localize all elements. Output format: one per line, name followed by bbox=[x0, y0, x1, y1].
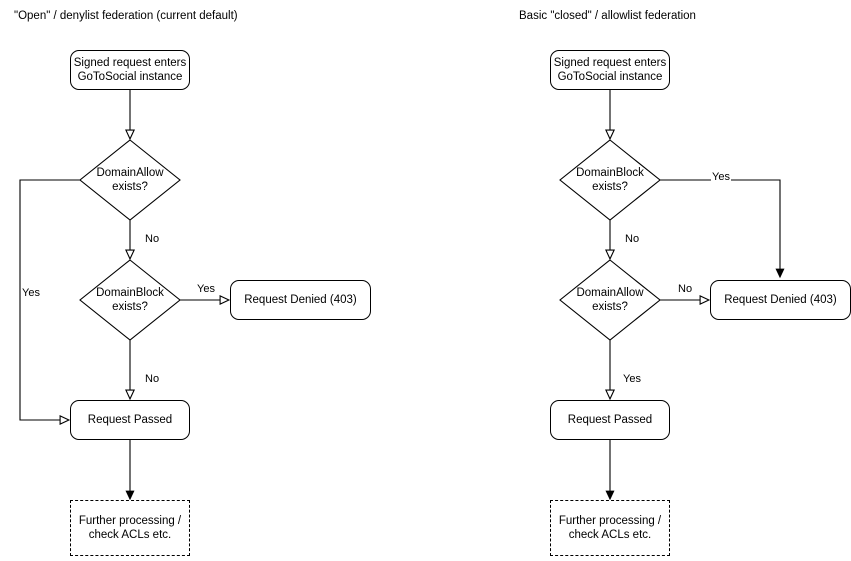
edge-label-left-allow-yes: Yes bbox=[21, 287, 41, 300]
node-label-line1: Signed request enters bbox=[73, 57, 187, 69]
node-right-signed-request-entry[interactable]: Signed request enters GoToSocial instanc… bbox=[550, 50, 670, 90]
edge-left-allow-yes-to-passed bbox=[19, 179, 80, 425]
edge-label-right-allow-no: No bbox=[677, 283, 694, 296]
edge-label-right-block-no: No bbox=[624, 233, 641, 246]
node-label-line2: GoToSocial instance bbox=[557, 71, 663, 83]
node-label: Request Denied (403) bbox=[724, 294, 837, 306]
decision-right-domainallow bbox=[559, 259, 661, 341]
edge-label-right-block-yes: Yes bbox=[711, 171, 731, 184]
edge-label-left-block-no: No bbox=[144, 373, 161, 386]
decision-left-domainallow bbox=[79, 139, 181, 221]
node-label-line1: Further processing / bbox=[558, 515, 662, 527]
node-label: Request Passed bbox=[567, 414, 653, 426]
node-right-further-processing[interactable]: Further processing / check ACLs etc. bbox=[550, 500, 670, 556]
edge-label-left-block-yes: Yes bbox=[196, 283, 216, 296]
node-right-request-passed[interactable]: Request Passed bbox=[550, 400, 670, 440]
column-title-open-denylist: "Open" / denylist federation (current de… bbox=[14, 10, 238, 22]
edge-label-right-allow-yes: Yes bbox=[622, 373, 642, 386]
node-label-line1: Signed request enters bbox=[553, 57, 667, 69]
node-left-request-passed[interactable]: Request Passed bbox=[70, 400, 190, 440]
node-label: Request Passed bbox=[87, 414, 173, 426]
node-label-line2: check ACLs etc. bbox=[88, 529, 172, 541]
edge-label-left-allow-no: No bbox=[144, 233, 161, 246]
node-left-request-denied[interactable]: Request Denied (403) bbox=[230, 280, 371, 320]
node-right-request-denied[interactable]: Request Denied (403) bbox=[710, 280, 851, 320]
node-left-signed-request-entry[interactable]: Signed request enters GoToSocial instanc… bbox=[70, 50, 190, 90]
column-title-closed-allowlist: Basic "closed" / allowlist federation bbox=[519, 10, 696, 22]
node-label: Request Denied (403) bbox=[244, 294, 357, 306]
node-label-line1: Further processing / bbox=[78, 515, 182, 527]
node-label-line2: GoToSocial instance bbox=[77, 71, 183, 83]
decision-left-domainblock bbox=[79, 259, 181, 341]
edge-right-block-yes-to-denied bbox=[660, 179, 780, 277]
decision-right-domainblock bbox=[559, 139, 661, 221]
node-label-line2: check ACLs etc. bbox=[568, 529, 652, 541]
node-left-further-processing[interactable]: Further processing / check ACLs etc. bbox=[70, 500, 190, 556]
